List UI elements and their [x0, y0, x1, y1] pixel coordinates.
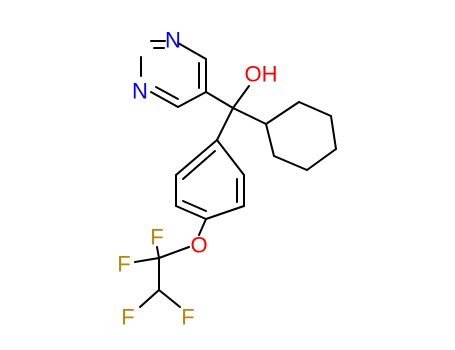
fluorine-label-lower-right: F	[181, 305, 194, 330]
bond	[158, 289, 181, 308]
hydroxyl-label: OH	[245, 62, 278, 87]
bond	[205, 91, 234, 109]
bond	[216, 107, 234, 141]
bond	[177, 91, 207, 108]
nitrogen-label-top: N	[165, 28, 181, 53]
nitrogen-label-left: N	[132, 79, 148, 104]
ether-oxygen-label: O	[190, 233, 207, 258]
bond	[306, 148, 337, 171]
bond	[177, 42, 207, 60]
bond	[298, 101, 332, 117]
fluorine-label-upper: F	[150, 225, 163, 250]
bond	[265, 123, 275, 157]
bond	[155, 86, 179, 100]
bond	[273, 155, 308, 171]
bond	[265, 101, 300, 125]
bond	[205, 205, 245, 220]
pyrimidine-ring	[140, 40, 207, 108]
fluorine-label-left: F	[117, 252, 130, 277]
bond	[158, 246, 190, 259]
bond	[175, 205, 207, 220]
bond	[182, 150, 216, 180]
bond	[330, 115, 337, 150]
benzene-ring	[175, 139, 245, 220]
bond	[175, 139, 218, 176]
central-carbon-bonds	[205, 85, 267, 141]
bond	[182, 200, 207, 212]
bond	[216, 139, 245, 176]
bond	[139, 289, 160, 308]
fluorine-label-lower-left: F	[121, 305, 134, 330]
bond	[198, 218, 207, 236]
cyclohexyl-ring	[265, 101, 337, 171]
bond	[150, 91, 179, 108]
bond	[232, 85, 250, 109]
bond	[232, 107, 267, 125]
tetrafluoroethoxy-chain	[134, 218, 207, 308]
bond	[156, 246, 160, 259]
bond	[134, 257, 160, 263]
